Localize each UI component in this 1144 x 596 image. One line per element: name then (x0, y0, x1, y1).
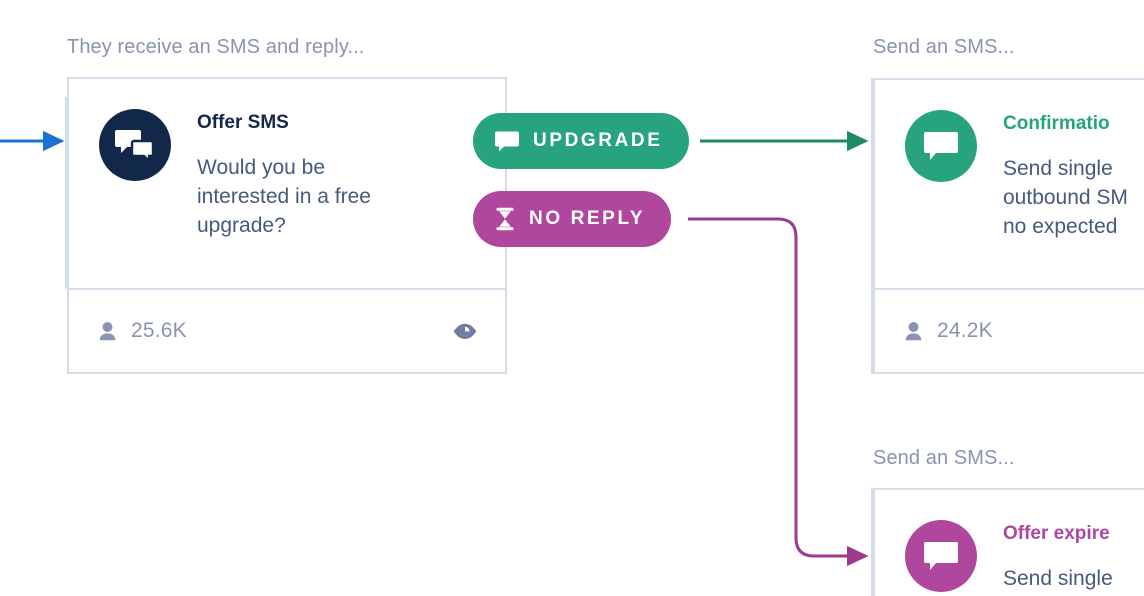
audience-stat: 25.6K (99, 319, 187, 343)
branch-badge-upgrade[interactable]: UPDGRADE (473, 113, 689, 169)
gridline-reply-column (65, 97, 67, 289)
card-offer-sms[interactable]: Offer SMS Would you be interested in a f… (67, 77, 507, 374)
branch-badge-no-reply[interactable]: NO REPLY (473, 191, 672, 247)
audience-value: 25.6K (131, 319, 187, 342)
card-footer: 24.2K (875, 288, 1144, 372)
chat-bubble-icon (924, 132, 958, 160)
avatar (905, 520, 977, 592)
card-body: Offer SMS Would you be interested in a f… (69, 79, 505, 288)
no-reply-connector (688, 217, 869, 567)
card-footer: 25.6K (69, 288, 505, 372)
person-icon (99, 321, 116, 340)
avatar (905, 110, 977, 182)
chat-bubble-icon (495, 130, 519, 152)
card-body: Confirmatio Send single outbound SM no e… (875, 80, 1144, 288)
audience-stat: 24.2K (905, 319, 993, 343)
card-description: Send single (1003, 567, 1113, 590)
card-body: Offer expire Send single (875, 490, 1144, 596)
card-text: Offer expire Send single (1003, 518, 1144, 593)
gridline-send-column-bottom (871, 488, 873, 596)
audience-value: 24.2K (937, 319, 993, 342)
chat-bubble-icon (924, 542, 958, 570)
card-title: Confirmatio (1003, 113, 1110, 134)
step-label-send-column: Send an SMS... (873, 36, 1015, 58)
card-title: Offer SMS (197, 112, 289, 133)
card-confirmation-sms[interactable]: Confirmatio Send single outbound SM no e… (873, 78, 1144, 374)
branch-badge-label: NO REPLY (529, 208, 646, 229)
hourglass-icon (495, 207, 515, 231)
gridline-send-column-top (871, 78, 873, 374)
step-label-reply-column: They receive an SMS and reply... (67, 36, 365, 58)
card-text: Offer SMS Would you be interested in a f… (197, 107, 479, 240)
double-chat-bubble-icon (115, 130, 155, 162)
branch-badge-label: UPDGRADE (533, 130, 663, 151)
card-text: Confirmatio Send single outbound SM no e… (1003, 108, 1144, 241)
avatar (99, 109, 171, 181)
card-offer-expired-sms[interactable]: Offer expire Send single (873, 488, 1144, 596)
person-icon (905, 321, 922, 340)
card-description: Send single outbound SM no expected (1003, 157, 1128, 238)
step-label-send-column-2: Send an SMS... (873, 447, 1015, 469)
card-description: Would you be interested in a free upgrad… (197, 156, 371, 237)
card-title: Offer expire (1003, 523, 1110, 544)
eye-icon[interactable] (453, 323, 477, 340)
